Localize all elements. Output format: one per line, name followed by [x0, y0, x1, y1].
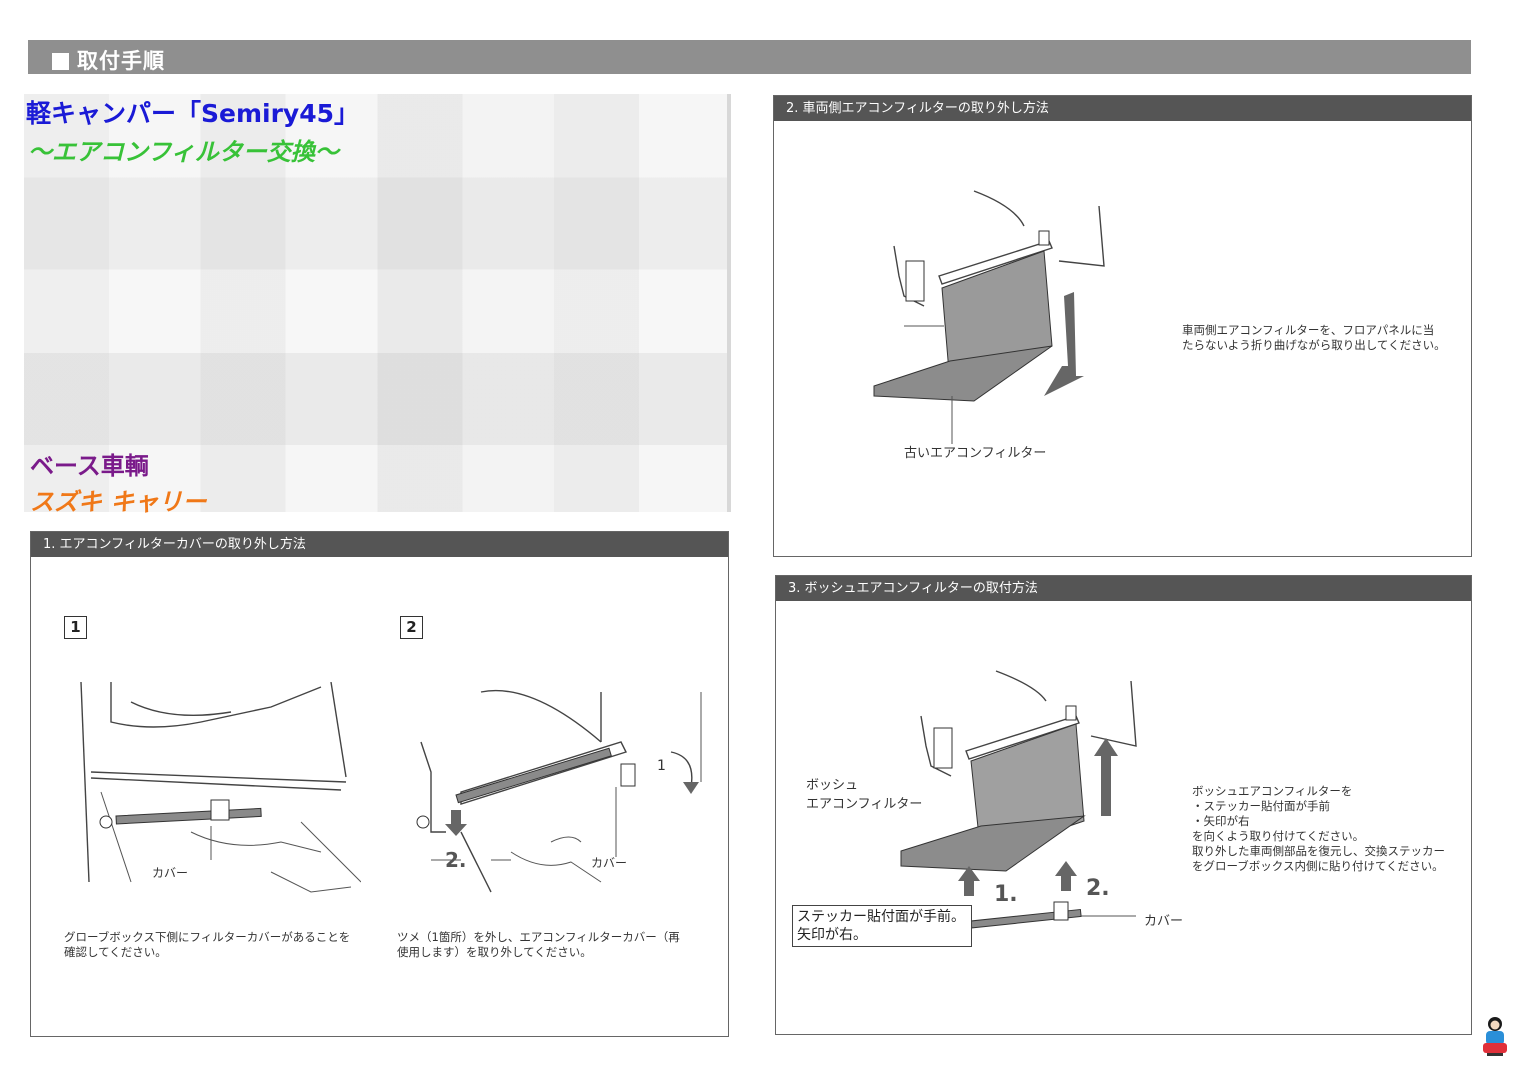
section3-note-line: を向くよう取り付けてください。: [1192, 829, 1365, 843]
section3-callout-line1: ステッカー貼付面が手前。: [797, 909, 965, 925]
base-vehicle-name: スズキ キャリー: [30, 488, 207, 516]
title-product: 軽キャンパー「Semiry45」: [26, 99, 359, 128]
mosaic-edge: [727, 94, 731, 512]
top-header-bar: 取付手順: [28, 40, 1471, 74]
title-mosaic-background: [24, 94, 731, 512]
step2-cover-label: カバー: [591, 856, 628, 870]
section3-bosch-label-line1: ボッシュ: [806, 778, 859, 793]
section1-panel: 1. エアコンフィルターカバーの取り外し方法 1 2 カバー グローブボックス下…: [30, 531, 729, 1037]
step1-note-line1: グローブボックス下側にフィルターカバーがあることを: [64, 930, 351, 944]
section3-panel: 3. ボッシュエアコンフィルターの取付方法 ボッシュ エアコンフィルター 1. …: [775, 575, 1472, 1035]
step1-number: 1: [64, 616, 87, 639]
step1-note-line2: 確認してください。: [64, 945, 167, 959]
section3-notes: ボッシュエアコンフィルターを ・ステッカー貼付面が手前 ・矢印が右 を向くよう取…: [1192, 784, 1462, 874]
section3-note-line: 取り外した車両側部品を復元し、交換ステッカー: [1192, 844, 1445, 858]
step1-diagram: [80, 682, 361, 893]
header-title-wrap: 取付手順: [52, 45, 165, 75]
section3-cover-label: カバー: [1144, 914, 1184, 929]
header-title: 取付手順: [77, 49, 165, 73]
step1-cover-label: カバー: [152, 866, 189, 880]
section3-note-line: をグローブボックス内側に貼り付けてください。: [1192, 859, 1444, 873]
step2-number: 2: [400, 616, 423, 639]
section2-panel: 2. 車両側エアコンフィルターの取り外し方法 古いエアコンフィルター 車両側エア…: [773, 95, 1472, 557]
section3-bosch-label: ボッシュ エアコンフィルター: [806, 774, 922, 812]
step1-note: グローブボックス下側にフィルターカバーがあることを 確認してください。: [64, 930, 384, 960]
section3-callout: ステッカー貼付面が手前。 矢印が右。: [792, 905, 972, 947]
section2-old-filter-label: 古いエアコンフィルター: [904, 446, 1047, 461]
square-bullet-icon: [52, 53, 69, 70]
title-subtitle: ～エアコンフィルター交換～: [28, 138, 339, 166]
mascot-logo-icon: [1483, 1017, 1507, 1056]
step2-label-2: 2.: [445, 848, 467, 872]
step2-note-line1: ツメ（1箇所）を外し、エアコンフィルターカバー（再: [397, 930, 680, 944]
section2-note-line1: 車両側エアコンフィルターを、フロアパネルに当: [1182, 323, 1435, 337]
section3-callout-line2: 矢印が右。: [797, 927, 867, 943]
step2-diagram: [416, 689, 702, 893]
base-vehicle-label: ベース車輌: [30, 452, 149, 480]
section3-label-2: 2.: [1086, 876, 1110, 901]
section2-note: 車両側エアコンフィルターを、フロアパネルに当 たらないよう折り曲げながら取り出し…: [1182, 323, 1462, 353]
section2-diagram: [873, 190, 1105, 446]
section2-heading: 2. 車両側エアコンフィルターの取り外し方法: [774, 96, 1471, 121]
step2-note-line2: 使用します）を取り外してください。: [397, 945, 592, 959]
step2-label-1: 1: [657, 758, 666, 774]
section3-label-1: 1.: [994, 882, 1018, 907]
section3-note-line: ボッシュエアコンフィルターを: [1192, 784, 1353, 798]
section3-note-line: ・矢印が右: [1192, 814, 1250, 828]
section3-bosch-label-line2: エアコンフィルター: [806, 797, 923, 812]
section3-heading: 3. ボッシュエアコンフィルターの取付方法: [776, 576, 1471, 601]
section1-heading: 1. エアコンフィルターカバーの取り外し方法: [31, 532, 728, 557]
section3-diagram: [900, 670, 1137, 929]
section2-note-line2: たらないよう折り曲げながら取り出してください。: [1182, 338, 1446, 352]
step2-note: ツメ（1箇所）を外し、エアコンフィルターカバー（再 使用します）を取り外してくだ…: [397, 930, 717, 960]
section3-note-line: ・ステッカー貼付面が手前: [1192, 799, 1330, 813]
